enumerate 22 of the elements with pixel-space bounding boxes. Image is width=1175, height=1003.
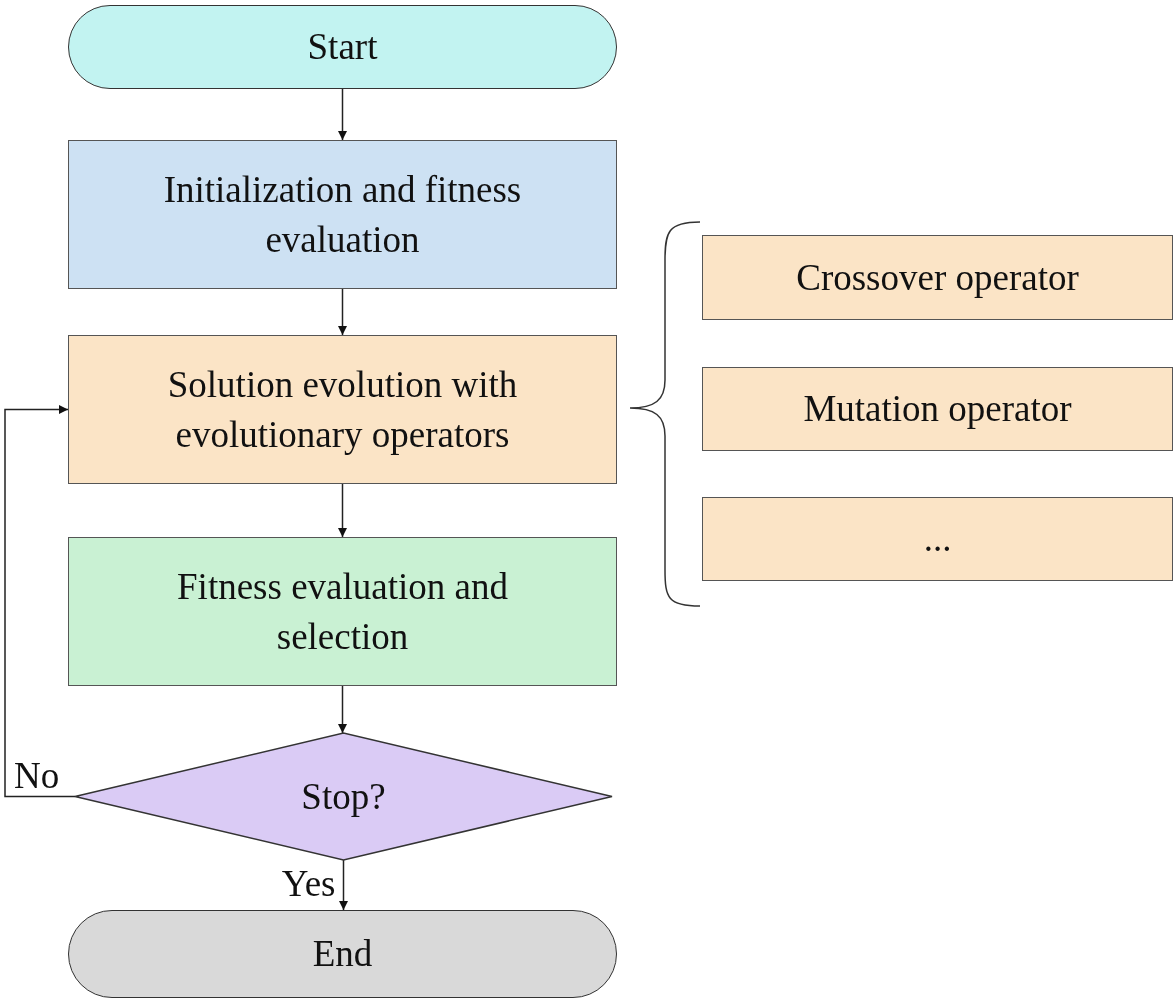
node-text: Crossover operator	[796, 255, 1079, 300]
node-text: Mutation operator	[803, 387, 1072, 432]
arrow	[338, 483, 347, 538]
process-box	[702, 235, 1173, 320]
process-box	[68, 335, 617, 484]
node-text: Stop?	[301, 774, 386, 819]
process-box	[68, 537, 617, 686]
arrow	[338, 88, 347, 141]
arrow	[338, 685, 347, 734]
process-box	[702, 497, 1173, 581]
node-text: Solution evolution with evolutionary operators	[166, 362, 519, 457]
node-text: ...	[923, 517, 952, 562]
process-box	[702, 367, 1173, 451]
node-text: Fitness evaluation and selection	[176, 564, 509, 659]
node-text: End	[312, 932, 373, 977]
decision-diamond	[75, 733, 612, 860]
arrow	[338, 288, 347, 336]
node-text: Start	[307, 25, 378, 70]
arrow	[339, 859, 348, 911]
arrow	[4, 405, 76, 798]
process-box	[68, 140, 617, 289]
node-text: Initialization and fitness evaluation	[162, 167, 523, 262]
